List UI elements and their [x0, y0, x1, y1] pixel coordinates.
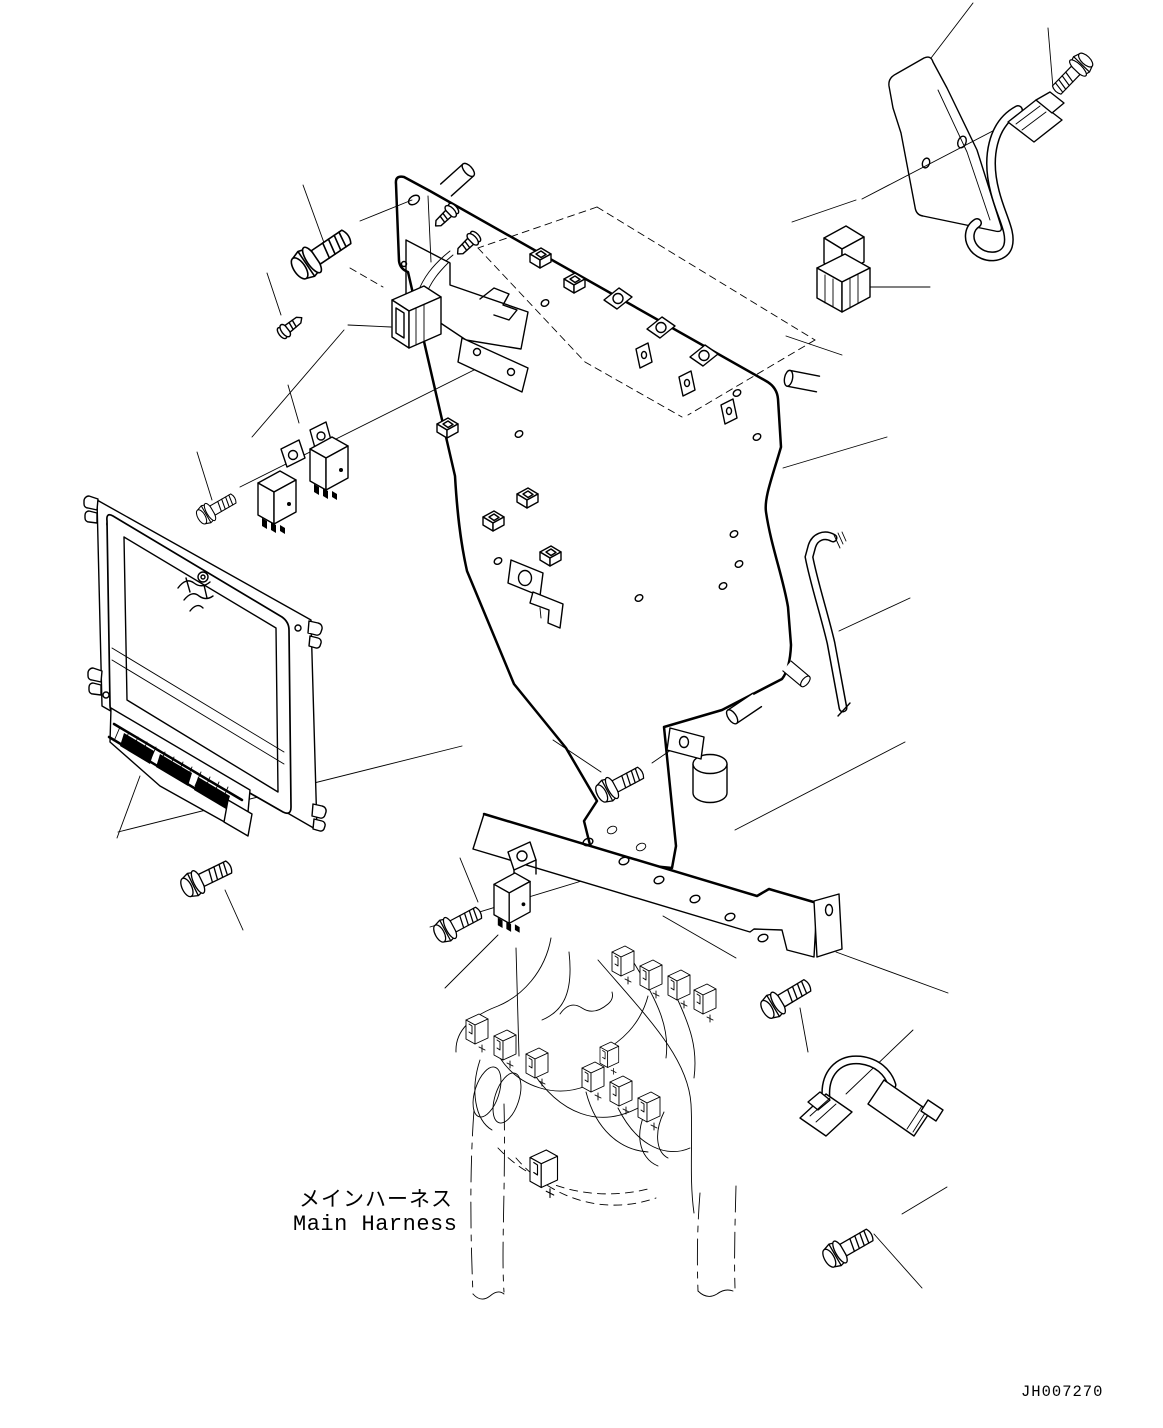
bolt: [818, 1222, 879, 1272]
harness-connector: [465, 1013, 489, 1053]
pigtail-connector: [391, 250, 454, 349]
hidden-outline-dashed-lines: [349, 206, 816, 418]
drawing-number: JH007270: [1021, 1383, 1103, 1401]
cover-plate-assembly: [861, 56, 1065, 262]
harness-connector: [493, 1029, 517, 1069]
panel-stud-right: [782, 368, 821, 393]
bracket-holes: [582, 837, 769, 943]
fasteners: [176, 48, 1098, 1272]
relay-group-upper: [257, 421, 349, 535]
relay-block-upper-right: [816, 225, 871, 313]
bolt: [591, 760, 649, 807]
screw: [274, 311, 307, 342]
main-panel-plate: [394, 160, 821, 870]
controller-assembly: [83, 495, 327, 837]
harness-connector: [693, 983, 717, 1023]
jumper-cable-assembly: [799, 1055, 944, 1137]
panel-holes: [493, 299, 762, 602]
bolt: [192, 488, 241, 528]
main-harness-label-en: Main Harness: [293, 1212, 457, 1237]
relay-2: [309, 436, 349, 501]
main-harness: [455, 937, 737, 1300]
terminal-tabs: [603, 287, 738, 425]
panel-stud-top: [439, 160, 478, 197]
bolt: [429, 900, 487, 947]
bolt: [1047, 48, 1098, 100]
harness-connector: [529, 1149, 559, 1199]
bolt: [285, 222, 358, 285]
harness-connector: [611, 945, 635, 985]
bottom-bracket: [472, 812, 843, 958]
main-harness-label-ja: メインハーネス: [299, 1187, 453, 1211]
relay-group-lower: [493, 841, 537, 934]
harness-connector: [581, 1061, 605, 1101]
bolt: [756, 973, 816, 1024]
controller-box: [106, 513, 292, 837]
harness-connector: [525, 1047, 549, 1087]
screw: [451, 228, 484, 260]
relay-3: [493, 872, 531, 934]
cable-connector: [1007, 91, 1065, 143]
relay-bracket-tab: [280, 439, 306, 468]
harness-connector: [609, 1075, 633, 1115]
panel-hole-tab: [507, 559, 564, 629]
relay-1: [257, 470, 297, 535]
spacer-and-tab: [666, 727, 728, 804]
bent-rod: [804, 531, 851, 717]
